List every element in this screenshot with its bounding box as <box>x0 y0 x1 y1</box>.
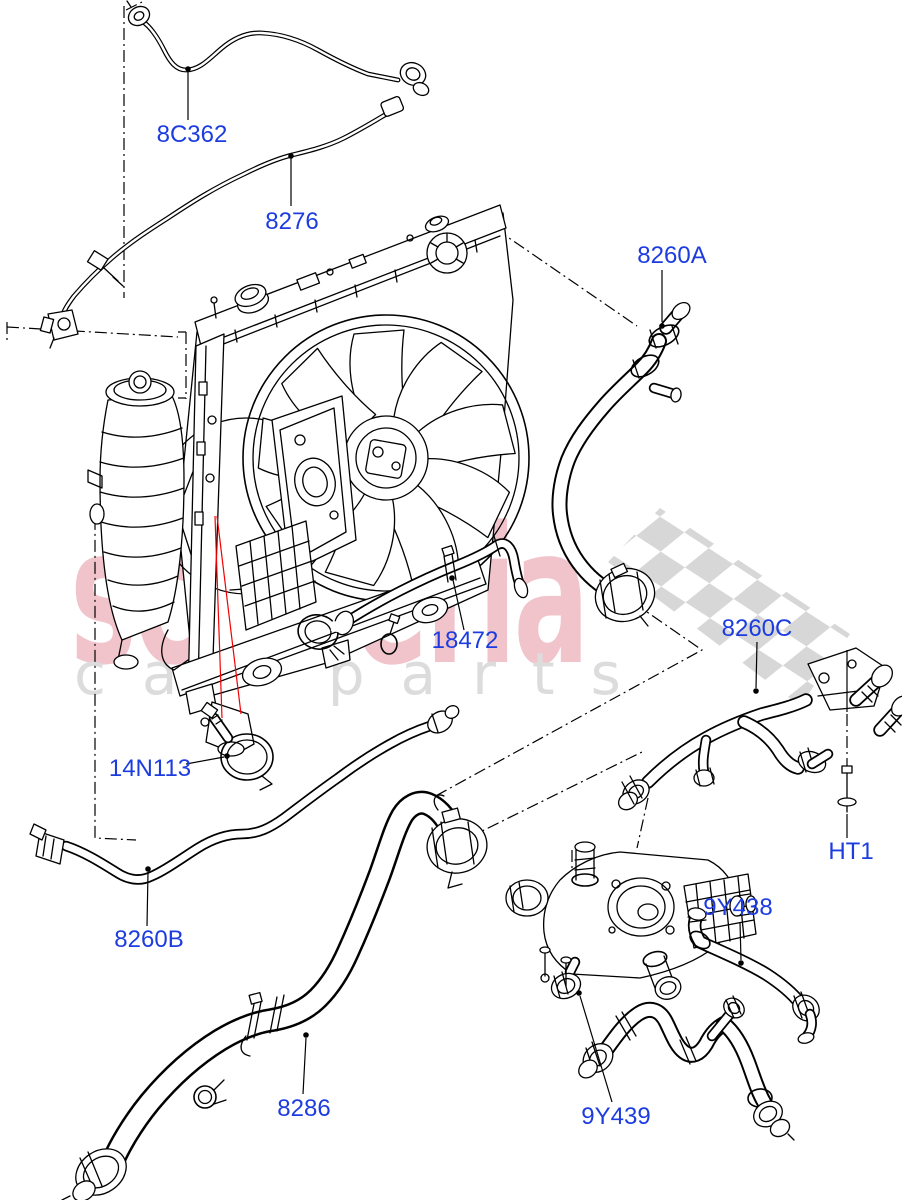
red-highlight-lines <box>214 515 242 719</box>
part-label-8C362[interactable]: 8C362 <box>157 121 228 148</box>
part-label-8260B[interactable]: 8260B <box>114 926 183 953</box>
part-label-18472[interactable]: 18472 <box>432 627 499 654</box>
part-label-8260C[interactable]: 8260C <box>722 615 793 642</box>
part-labels: 8C362 8276 8260A 18472 8260C 14N113 HT1 … <box>109 121 874 1130</box>
hose-8260c-drawing <box>617 647 902 811</box>
bolt-ht1-drawing <box>837 650 857 838</box>
hose-9y439-drawing <box>578 995 795 1141</box>
part-label-14N113[interactable]: 14N113 <box>109 755 191 782</box>
part-label-8286[interactable]: 8286 <box>277 1095 330 1122</box>
pipe-9y438-drawing <box>687 907 820 1044</box>
part-label-HT1[interactable]: HT1 <box>828 838 873 865</box>
hose-18472-drawing <box>297 535 529 661</box>
part-label-8260A[interactable]: 8260A <box>637 242 706 269</box>
hose-8260b-drawing <box>29 705 460 885</box>
tube-8c362-drawing <box>126 0 430 97</box>
hose-8286-drawing <box>61 790 488 1200</box>
part-label-8276[interactable]: 8276 <box>265 208 318 235</box>
tube-8276-drawing <box>39 96 405 349</box>
leader-lines <box>145 66 759 1103</box>
part-label-9Y439[interactable]: 9Y439 <box>581 1103 650 1130</box>
thermostat-housing-drawing <box>505 841 757 1000</box>
checkered-flag-watermark <box>608 508 850 706</box>
part-label-9Y438[interactable]: 9Y438 <box>703 894 772 921</box>
hose-8260a-drawing <box>551 301 691 627</box>
